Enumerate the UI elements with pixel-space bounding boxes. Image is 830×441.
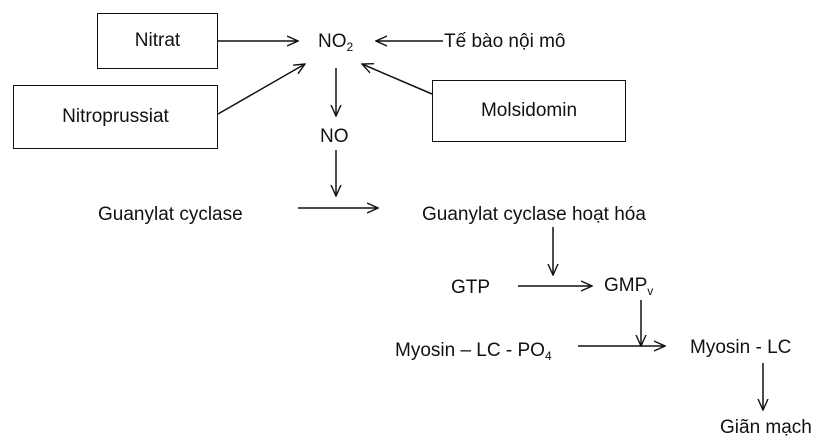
no-node: NO	[320, 126, 349, 147]
guanylat-cyclase-active-node: Guanylat cyclase hoạt hóa	[422, 204, 646, 225]
molsidomin-box: Molsidomin	[432, 80, 626, 142]
arrow-molsidomin-to-no2	[362, 64, 433, 95]
myosin-lc-po4-node: Myosin – LC - PO4	[395, 341, 552, 362]
nitrat-label: Nitrat	[134, 30, 181, 51]
guanylat-cyclase-node: Guanylat cyclase	[98, 204, 243, 225]
no2-node: NO2	[318, 32, 353, 53]
gmp-node: GMPv	[604, 276, 653, 297]
no2-main: NO	[318, 31, 347, 52]
nitrat-box: Nitrat	[97, 13, 218, 69]
gtp-node: GTP	[451, 277, 491, 298]
arrow-nitroprussiat-to-no2	[217, 64, 305, 115]
no2-subscript: 2	[346, 40, 354, 54]
myosin-lc-node: Myosin - LC	[690, 337, 792, 358]
endothelial-node: Tế bào nội mô	[444, 31, 566, 52]
molsidomin-label: Molsidomin	[480, 100, 578, 121]
gmp-subscript: v	[647, 284, 654, 298]
myosin-lc-po4-main: Myosin – LC - PO	[395, 340, 545, 361]
myosin-lc-po4-subscript: 4	[544, 349, 552, 363]
gmp-main: GMP	[604, 275, 648, 296]
nitroprussiat-label: Nitroprussiat	[62, 106, 169, 127]
nitroprussiat-box: Nitroprussiat	[13, 85, 218, 149]
vasodilation-node: Giãn mạch	[720, 417, 812, 438]
